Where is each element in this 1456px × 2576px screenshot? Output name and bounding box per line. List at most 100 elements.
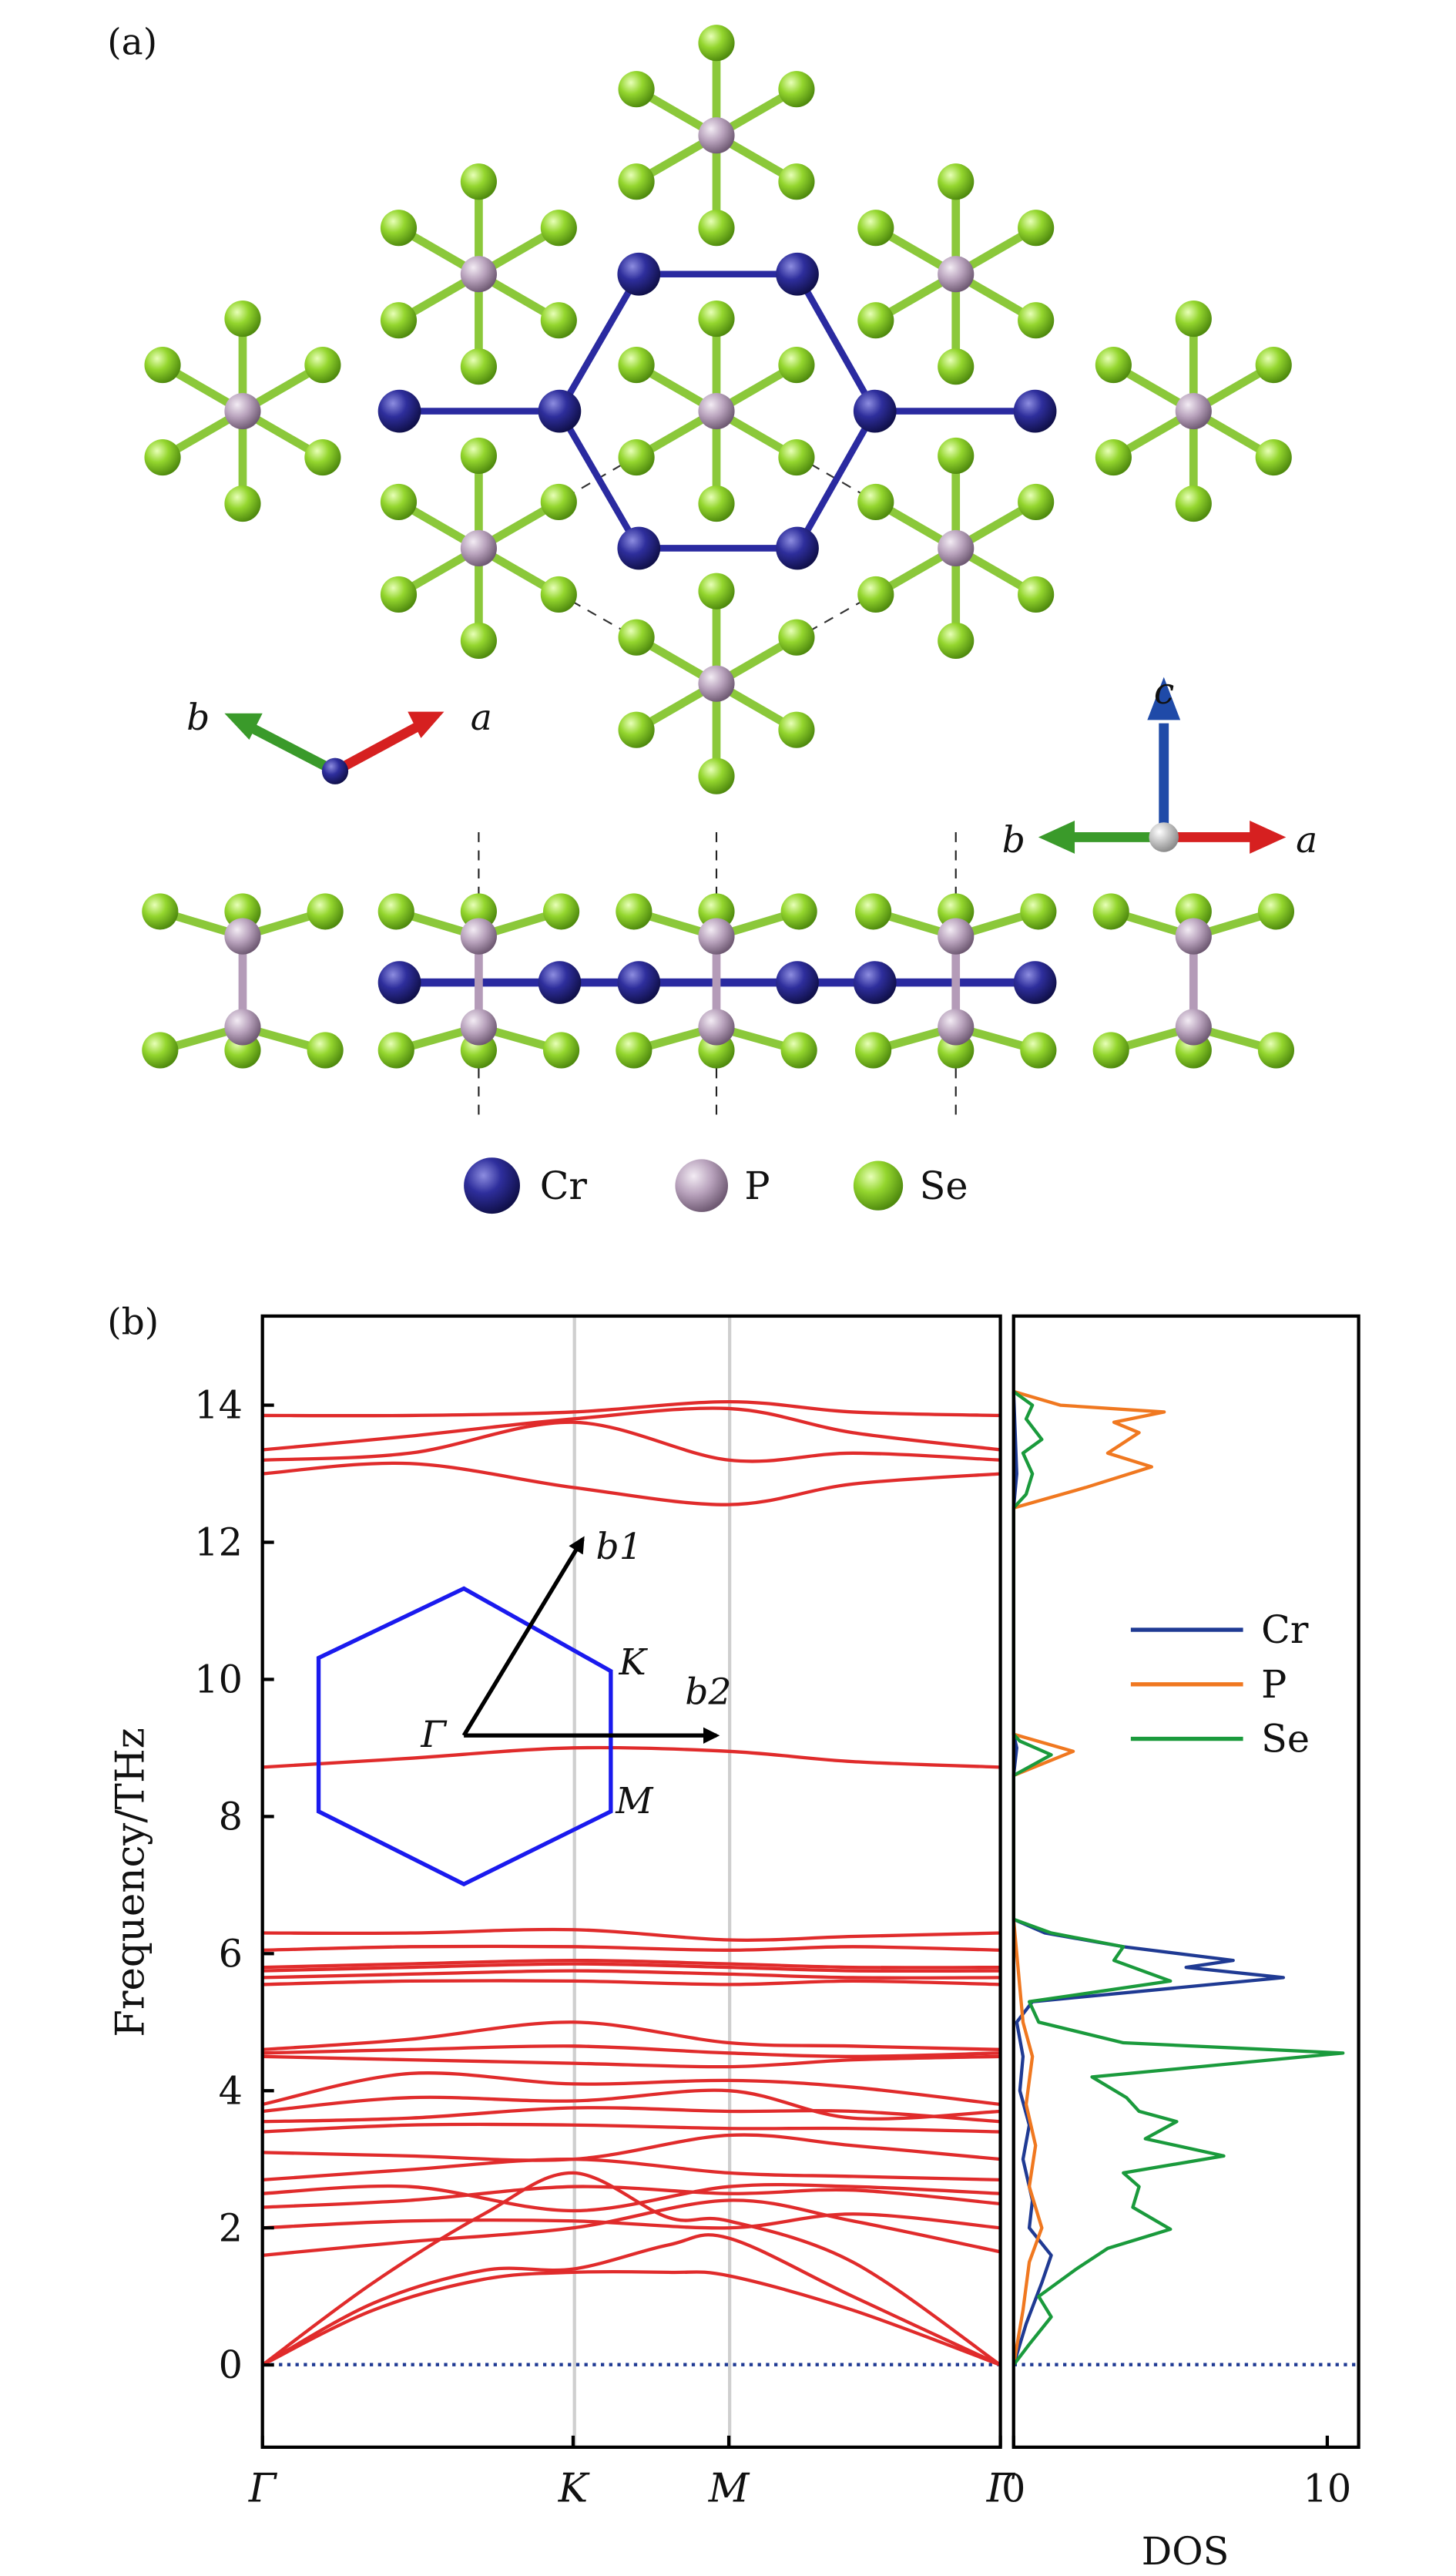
dos-line-se [1011,1390,1345,2366]
cr-atom [1013,961,1057,1004]
se-atom [698,573,735,610]
se-atom [618,71,655,108]
p-atom [698,393,735,430]
se-atom [307,1032,344,1069]
dos-lines [1011,1389,1345,2366]
p-atom [938,256,975,293]
legend-label-p: P [1261,1662,1287,1707]
se-atom [778,163,815,200]
cr-atom [617,252,661,296]
panel-b-label: (b) [107,1301,159,1344]
se-atom [698,301,735,338]
se-atom [380,576,418,613]
se-atom [542,1032,580,1069]
band-acoustic-1 [261,2269,1001,2367]
se-atom [855,1032,892,1069]
bz-b2-label: b2 [685,1671,731,1714]
se-atom [1092,893,1129,930]
axes-side-view: c b a [1002,670,1318,861]
p-atom [698,1009,735,1046]
dos-x-label: DOS [1142,2529,1230,2574]
dos-x-tick-label: 10 [1303,2467,1352,2511]
se-atom [618,619,655,656]
band-opt-13.0 [262,1461,1001,1506]
se-atom [1095,347,1132,384]
p-atom [1175,1009,1212,1046]
se-atom [540,576,577,613]
axis-origin-side [1149,822,1179,852]
se-atom [540,483,577,521]
se-atom [144,347,181,384]
se-atom [1255,439,1292,476]
p-atom [698,918,735,955]
se-atom [380,483,418,521]
p-atom [1175,918,1212,955]
y-tick-label: 10 [194,1657,243,1702]
p-se-cluster [144,301,341,522]
p-se-cluster [857,163,1055,385]
se-atom [938,348,975,385]
se-atom [144,439,181,476]
se-atom [855,893,892,930]
se-atom [698,25,735,62]
band-opt-6.3 [262,1927,1001,1942]
a-arrowhead-side [1250,821,1287,854]
bz-k-label: K [619,1641,649,1684]
band-opt-2.0 [262,2212,1001,2230]
a-arrowhead [408,711,445,738]
p-se-clusters [144,25,1292,794]
axis-a-label-side: a [1296,819,1317,861]
p-atom [460,1009,497,1046]
se-atom [698,485,735,522]
se-atom [380,302,418,339]
p-atom [460,918,497,955]
axis-origin [321,757,349,784]
cr-atom [776,526,819,570]
se-atom [778,439,815,476]
dos-line-p [1011,1389,1166,2366]
cr-atom [776,961,819,1004]
brillouin-zone-inset: Γ K M b1 b2 [316,1526,731,1887]
axis-a-label: a [471,697,492,739]
se-atom [1257,893,1295,930]
p-se-cluster-side [142,893,344,1069]
y-tick-label: 8 [219,1795,243,1839]
c-arrowhead [1147,677,1181,720]
y-tick-label: 6 [219,1931,243,1976]
cr-atom [853,961,897,1004]
axes-top-view: b a [186,697,492,784]
se-atom [618,347,655,384]
band-opt-2.3 [262,2185,1001,2209]
se-atom [224,301,261,338]
bz-m-label: M [615,1780,654,1822]
band-opt-5.55 [262,1979,1001,1987]
se-atom [307,893,344,930]
band-opt-6.05 [262,1944,1001,1952]
legend-se-label: Se [920,1164,968,1208]
band-opt-5.65 [262,1969,1001,1980]
se-atom [938,622,975,660]
se-atom [377,1032,414,1069]
legend-p-icon [675,1159,728,1212]
band-opt-3.7 [262,2088,1001,2121]
se-atom [616,1032,653,1069]
se-atom [857,302,894,339]
band-opt-8.7 [262,1745,1001,1769]
axis-c-label: c [1154,670,1174,713]
y-tick-label: 12 [194,1520,243,1565]
se-atom [460,163,497,200]
band-opt-2.5 [262,2182,1001,2213]
axis-b-label-side: b [1002,819,1025,861]
b1-arrow [461,1536,585,1737]
bz-gamma-label: Γ [420,1714,448,1756]
y-axis-label: Frequency/THz [107,1728,153,2037]
x-tick-label: M [708,2466,750,2512]
se-atom [142,893,179,930]
